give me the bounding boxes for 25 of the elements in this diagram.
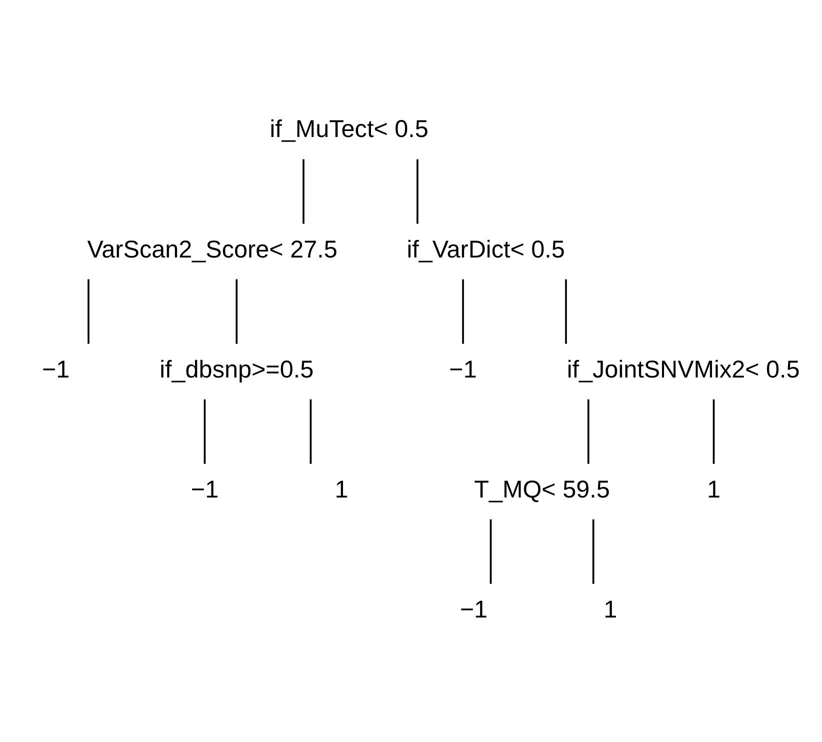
node-text: 1 (334, 476, 348, 503)
node-text: if_VarDict< 0.5 (406, 236, 565, 263)
connector (204, 398, 206, 464)
node-text: T_MQ< 59.5 (474, 476, 610, 503)
node-text: if_MuTect< 0.5 (270, 116, 428, 143)
node-text: if_dbsnp>=0.5 (160, 356, 314, 383)
connector (565, 278, 567, 344)
connector (712, 398, 715, 464)
connector (462, 278, 464, 344)
node-text: −1 (460, 596, 488, 623)
connector (88, 278, 90, 344)
connector (587, 398, 590, 464)
connector (302, 158, 304, 224)
connector (490, 518, 492, 584)
node-text: −1 (42, 356, 70, 383)
connector (310, 398, 312, 464)
connector (416, 158, 418, 224)
node-text: if_JointSNVMix2< 0.5 (566, 356, 800, 383)
node-text: VarScan2_Score< 27.5 (87, 236, 338, 263)
connector (236, 278, 238, 344)
node-text: −1 (190, 476, 219, 503)
node-text: 1 (604, 596, 618, 623)
node-text: −1 (449, 356, 477, 383)
node-text: 1 (706, 476, 721, 503)
connector (592, 518, 594, 584)
